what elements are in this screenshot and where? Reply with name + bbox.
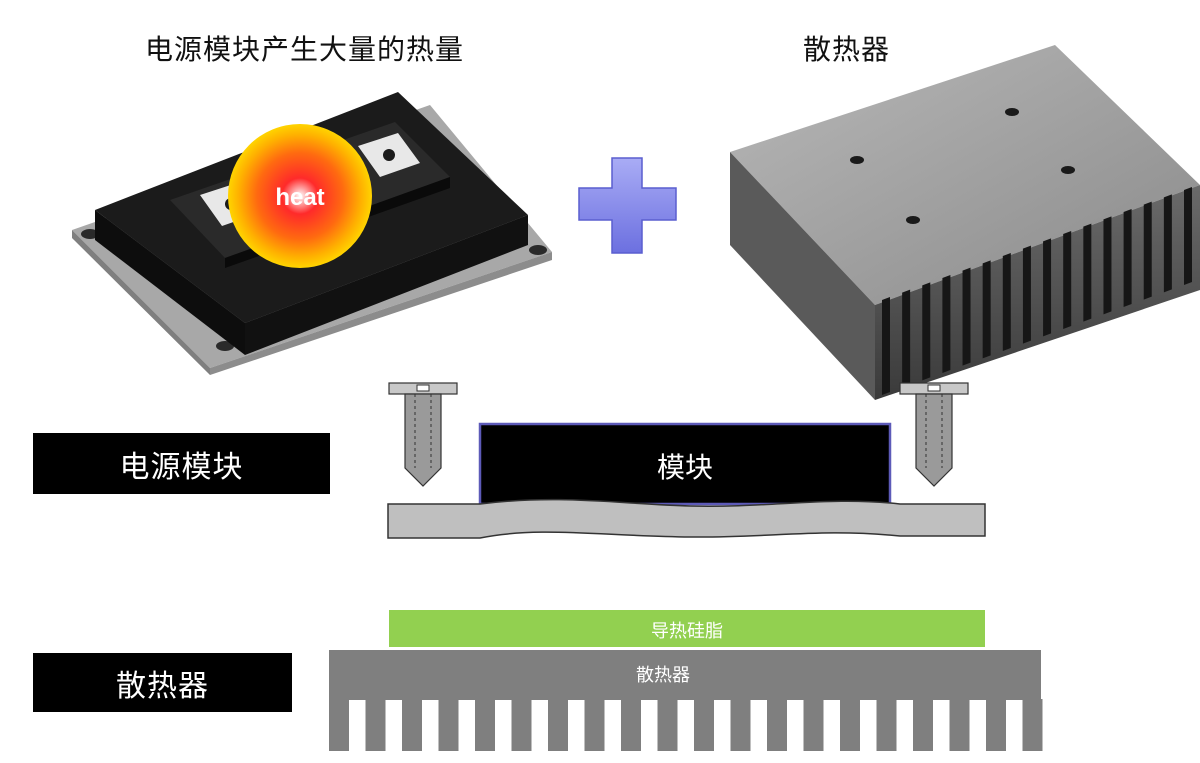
heatsink-tooth — [621, 699, 641, 751]
heatsink-tooth — [1022, 699, 1043, 751]
heatsink-tooth — [475, 699, 495, 751]
heatsink-fin-slot — [982, 260, 991, 359]
heatsink-tooth — [657, 699, 678, 751]
heatsink-tooth — [511, 699, 532, 751]
heatsink-fin-slot — [1022, 245, 1031, 344]
screw-right — [899, 382, 969, 487]
heatsink-tooth — [365, 699, 386, 751]
heatsink-tooth — [329, 699, 349, 751]
heatsink-fin-slot — [1002, 253, 1011, 351]
screw-left — [388, 382, 458, 487]
heatsink-tooth — [767, 699, 787, 751]
heat-glow — [228, 124, 372, 268]
module-block — [478, 422, 892, 506]
heatsink-tooth — [876, 699, 897, 751]
heatsink-tooth — [986, 699, 1006, 751]
heatsink-tooth — [438, 699, 459, 751]
heatsink-fin-slot — [962, 267, 971, 366]
heatsink-fin-slot — [1083, 223, 1092, 322]
heatsink-fin-slot — [1184, 187, 1192, 285]
heat-label: heat — [275, 184, 324, 211]
heatsink-fin-slot — [1123, 209, 1132, 307]
heatsink-fin-slot — [1063, 231, 1072, 329]
heatsink-tooth — [949, 699, 970, 751]
module-block-label: 模块 — [657, 451, 713, 484]
heatsink-fin-slot — [1103, 216, 1112, 315]
heatsink-fin-slot — [902, 289, 911, 388]
heatsink-tooth — [913, 699, 933, 751]
heatsink-tooth — [840, 699, 860, 751]
heatsink-cross-section — [329, 650, 1043, 751]
heatsink-fin-slot — [942, 275, 951, 373]
heatsink-fin-slot — [1163, 194, 1172, 293]
thermal-grease-label: 导热硅脂 — [651, 621, 723, 642]
heatsink-tooth — [694, 699, 714, 751]
heatsink-tooth — [548, 699, 568, 751]
heatsink-fin-slot — [1043, 238, 1052, 337]
warped-baseplate — [387, 498, 986, 539]
heatsink-fin-slot — [882, 297, 890, 395]
plus-icon — [578, 157, 677, 254]
heatsink-fin-slot — [1143, 201, 1152, 300]
heatsink-fin-slot — [922, 282, 931, 381]
heatsink-tooth — [730, 699, 751, 751]
side-label-heatsink: 散热器 — [33, 653, 292, 712]
heatsink-tooth — [584, 699, 605, 751]
thermal-grease-layer — [389, 610, 985, 647]
heatsink-title: 散热器 — [803, 33, 891, 66]
heatsink-tooth — [803, 699, 824, 751]
heatsink-section-label: 散热器 — [636, 665, 690, 686]
module-title: 电源模块产生大量的热量 — [145, 33, 465, 66]
side-label-module: 电源模块 — [33, 433, 330, 494]
heatsink-tooth — [402, 699, 422, 751]
heatsink-image — [730, 45, 1200, 400]
